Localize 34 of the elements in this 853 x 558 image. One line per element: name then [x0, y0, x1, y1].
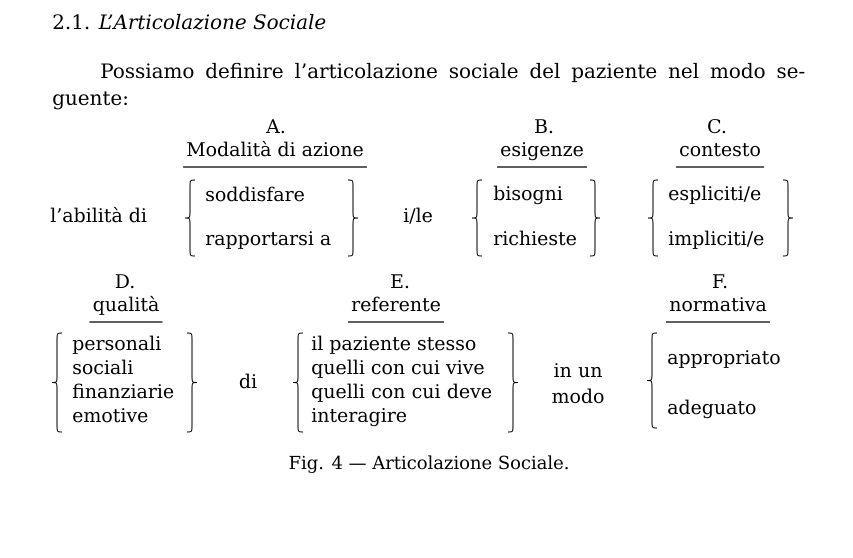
figure-caption: Fig. 4 — Articolazione Sociale. — [290, 455, 568, 473]
column-heading: contesto — [680, 143, 760, 156]
list-item: il paziente stesso — [312, 336, 476, 354]
body-text: Possiamo definire l’articolazione sociale del paziente nel modo se- guente: — [53, 62, 804, 110]
column-letter: B. — [535, 119, 552, 134]
list-item: quelli con cui deve interagire — [312, 384, 492, 426]
list-item: impliciti/e — [668, 230, 764, 249]
column-heading: Modalità di azione — [187, 140, 363, 156]
list-item: adeguato — [668, 400, 756, 418]
connective-text: i/le — [404, 208, 432, 224]
column-heading: esigenze — [501, 142, 583, 160]
list-item: espliciti/e — [669, 186, 760, 204]
list-item: personali — [72, 336, 161, 354]
column-heading: qualità — [94, 296, 159, 315]
list-item: emotive — [73, 408, 148, 422]
list-item: soddisfare — [206, 186, 304, 202]
connective-text: di — [240, 374, 257, 388]
column-letter: E. — [391, 274, 408, 288]
column-letter: F. — [712, 274, 726, 288]
list-item: quelli con cui vive — [312, 360, 484, 378]
connective-text: l’abilità di — [50, 206, 146, 222]
column-letter: A. — [266, 119, 284, 134]
list-item: finanziarie — [72, 384, 174, 398]
list-item: appropriato — [668, 350, 780, 368]
column-letter: D. — [116, 274, 134, 288]
section-heading: 2.1. L’Articolazione Sociale — [54, 14, 326, 30]
column-heading: referente — [352, 296, 440, 312]
column-letter: C. — [708, 118, 726, 134]
list-item: bisogni — [494, 186, 562, 204]
connective-text: in un modo — [552, 363, 604, 404]
list-item: sociali — [73, 360, 133, 374]
column-heading: normativa — [670, 297, 766, 312]
list-item: richieste — [494, 230, 576, 246]
list-item: rapportarsi a — [206, 231, 331, 249]
